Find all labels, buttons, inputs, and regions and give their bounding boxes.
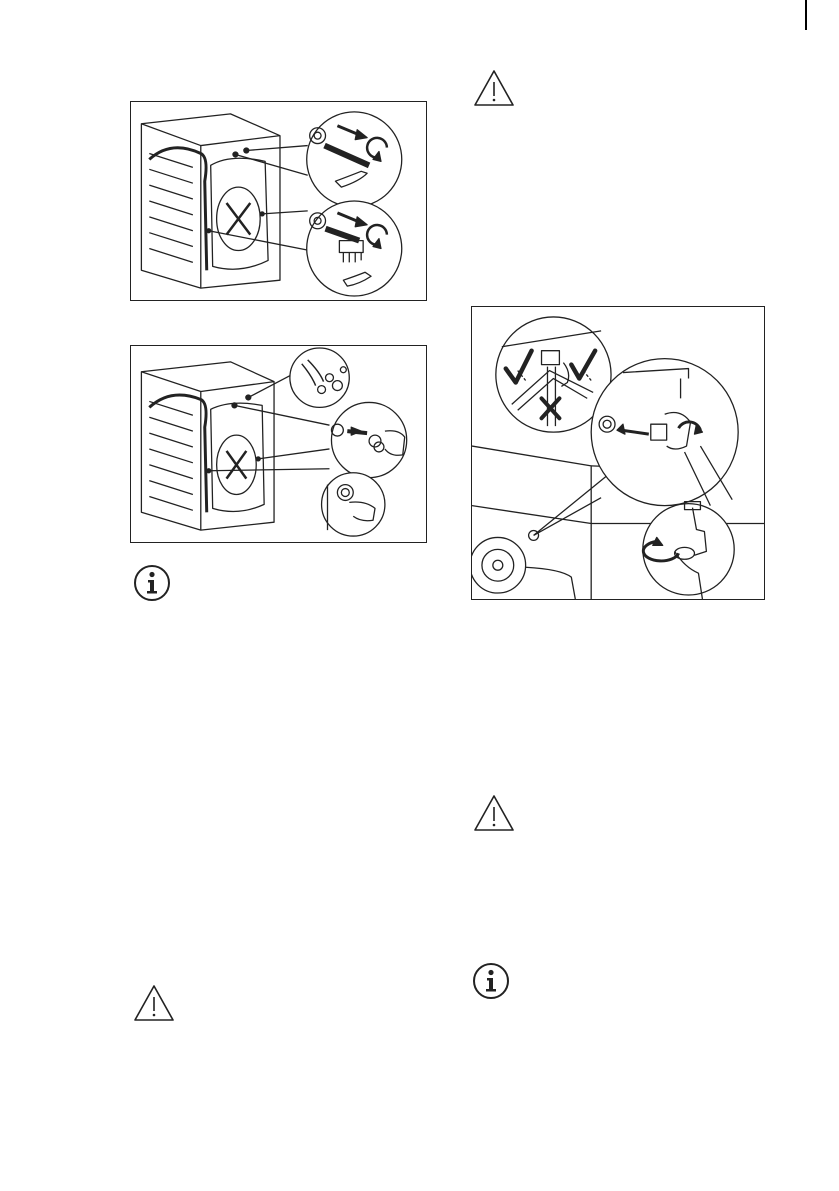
- washing-machine-back-bolts-illustration: [131, 102, 426, 300]
- info-icon: [133, 564, 171, 602]
- warning-icon: [472, 68, 516, 108]
- warning-callout-1: [472, 68, 516, 108]
- warning-icon: [132, 983, 176, 1023]
- figure-insert-plastic-caps: [130, 345, 427, 543]
- figure-connect-inlet-hose: [471, 306, 765, 600]
- figure-remove-transit-bolts: [130, 101, 427, 301]
- page-edge-rule: [805, 0, 807, 30]
- warning-callout-3: [132, 983, 176, 1023]
- warning-callout-2: [472, 793, 516, 833]
- info-icon: [472, 962, 510, 1000]
- info-callout-1: [133, 564, 171, 602]
- inlet-hose-connection-illustration: [472, 307, 764, 599]
- info-callout-2: [472, 962, 510, 1000]
- warning-icon: [472, 793, 516, 833]
- washing-machine-back-caps-illustration: [131, 346, 426, 542]
